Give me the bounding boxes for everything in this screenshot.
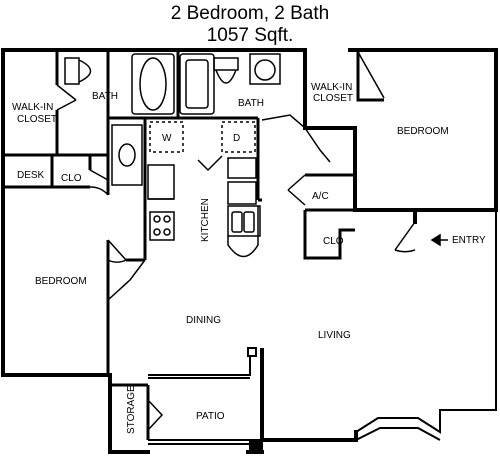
label-walk-in-closet-right-1: WALK-IN	[311, 82, 352, 93]
door-swings	[56, 51, 416, 431]
interior-walls	[3, 52, 384, 440]
exterior-walls	[1, 48, 498, 454]
patio-outline	[148, 347, 263, 453]
label-ac: A/C	[312, 191, 329, 202]
label-bedroom-left: BEDROOM	[35, 276, 87, 287]
bay-window	[355, 210, 497, 441]
entry-arrow-icon	[430, 233, 448, 247]
label-closet-left: CLO	[61, 173, 82, 184]
label-bedroom-right: BEDROOM	[397, 126, 449, 137]
label-bath-right: BATH	[238, 98, 264, 109]
plan-subtitle: 1057 Sqft.	[206, 25, 294, 46]
label-patio: PATIO	[196, 411, 225, 422]
label-closet-right: CLO	[323, 236, 344, 247]
plan-title: 2 Bedroom, 2 Bath	[170, 3, 330, 24]
label-dining: DINING	[186, 315, 221, 326]
label-living: LIVING	[318, 330, 351, 341]
label-dryer: D	[233, 133, 240, 144]
label-bath-left: BATH	[92, 91, 118, 102]
label-washer: W	[162, 133, 172, 144]
room-labels: WALK-IN CLOSET BATH BATH WALK-IN CLOSET …	[12, 82, 486, 434]
label-desk: DESK	[17, 170, 45, 181]
label-walk-in-closet-left-2: CLOSET	[17, 114, 57, 125]
label-walk-in-closet-left-1: WALK-IN	[12, 102, 53, 113]
label-walk-in-closet-right-2: CLOSET	[313, 93, 353, 104]
label-kitchen: KITCHEN	[200, 198, 211, 242]
fixtures	[64, 53, 281, 258]
label-entry: ENTRY	[452, 235, 486, 246]
label-storage: STORAGE	[126, 385, 137, 434]
